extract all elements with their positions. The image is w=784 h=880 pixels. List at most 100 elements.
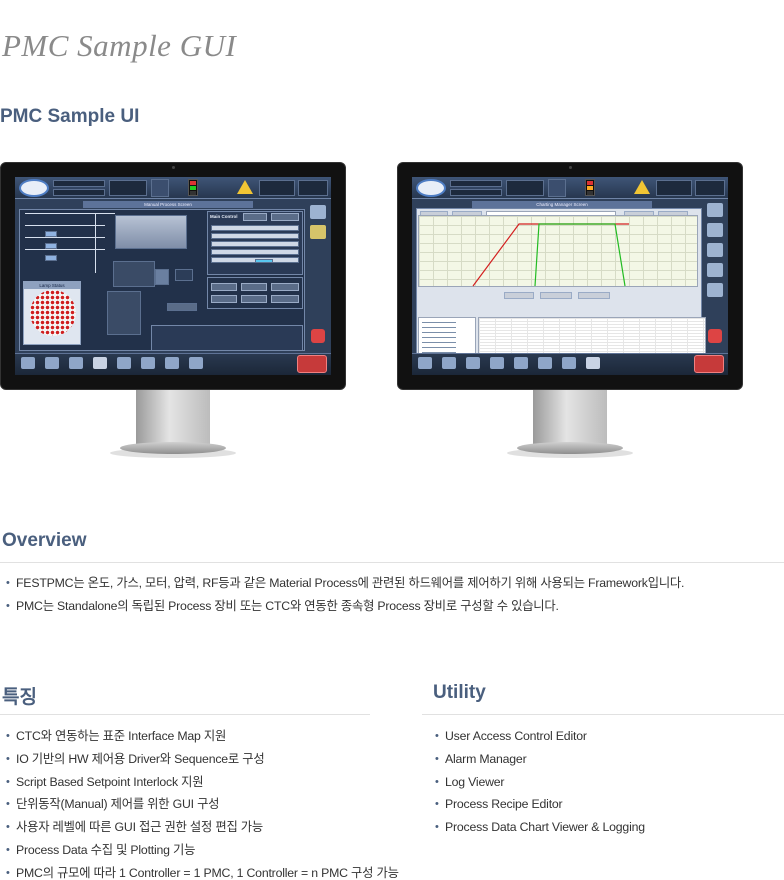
status-box	[506, 180, 544, 196]
screen-header	[15, 177, 331, 199]
manual-icon	[117, 357, 131, 369]
alarm-icon	[634, 180, 650, 194]
sample-ui-heading: PMC Sample UI	[0, 106, 140, 127]
control-row	[211, 233, 299, 239]
camera-dot	[172, 166, 175, 169]
function-panel	[207, 277, 303, 309]
progress-bar	[255, 259, 273, 263]
clock-box	[695, 180, 725, 196]
company-logo	[19, 179, 49, 197]
recipe-icon	[442, 357, 456, 369]
screen-title: Manual Process Screen	[83, 201, 253, 208]
utility-divider	[422, 714, 784, 715]
data-grid	[478, 317, 706, 357]
gas-line	[25, 225, 105, 226]
side-alarm-icon	[707, 203, 723, 217]
overview-item: PMC는 Standalone의 독립된 Process 장비 또는 CTC와 …	[4, 597, 684, 620]
direct-io-icon	[538, 357, 552, 369]
utility-item: Process Data Chart Viewer & Logging	[433, 818, 645, 841]
company-logo	[416, 179, 446, 197]
monitor-base	[120, 442, 226, 454]
trend-chart	[418, 215, 698, 287]
lamp-status-panel: Lamp Status	[23, 281, 81, 345]
abort-button-graphic	[297, 355, 327, 373]
screen-header	[412, 177, 728, 199]
utility-item: Log Viewer	[433, 773, 645, 796]
utility-icon	[189, 357, 203, 369]
feature-item: CTC와 연동하는 표준 Interface Map 지원	[4, 727, 399, 750]
features-divider	[0, 714, 370, 715]
mfc-box	[45, 231, 57, 237]
side-log-icon	[707, 223, 723, 237]
screen-title: Charting Manager Screen	[472, 201, 652, 208]
side-chart-icon	[707, 243, 723, 257]
utility-item: Alarm Manager	[433, 750, 645, 773]
exit-icon	[311, 329, 325, 343]
feature-item: 단위동작(Manual) 제어를 위한 GUI 구성	[4, 795, 399, 818]
signal-tower-icon	[188, 179, 198, 196]
gas-line	[25, 237, 105, 238]
feature-item: Process Data 수집 및 Plotting 기능	[4, 841, 399, 864]
monitor-stand	[136, 390, 210, 444]
overview-heading: Overview	[2, 530, 87, 551]
features-list: CTC와 연동하는 표준 Interface Map 지원 IO 기반의 HW …	[4, 727, 399, 880]
function-button	[211, 295, 237, 303]
screen-footer	[412, 353, 728, 375]
monitor-stand	[533, 390, 607, 444]
function-button	[241, 283, 267, 291]
lamp-status-label: Lamp Status	[24, 282, 80, 289]
control-row	[211, 225, 299, 231]
mfc-box	[45, 243, 57, 249]
manual-icon	[466, 357, 480, 369]
chamber-graphic	[115, 215, 187, 249]
user-box	[450, 189, 502, 196]
login-box	[53, 180, 105, 187]
zoom-off-button-graphic	[578, 292, 610, 299]
side-online-log-icon	[707, 263, 723, 277]
signal-tower-icon	[585, 179, 595, 196]
user-box	[53, 189, 105, 196]
direct-io-icon	[141, 357, 155, 369]
manual-icon	[490, 357, 504, 369]
feature-item: 사용자 레벨에 따른 GUI 접근 권한 설정 편집 가능	[4, 818, 399, 841]
trend-series-red	[472, 223, 629, 287]
overview-divider	[0, 562, 784, 563]
camera-dot	[569, 166, 572, 169]
utility-active-icon	[586, 357, 600, 369]
system-icon	[21, 357, 35, 369]
system-icon	[418, 357, 432, 369]
charting-manager-screenshot: Charting Manager Screen	[412, 177, 728, 375]
utility-item: Process Recipe Editor	[433, 795, 645, 818]
monitor-bezel: Manual Process Screen Lamp Status Main C…	[0, 162, 346, 390]
mfc-box	[45, 255, 57, 261]
valve-table	[113, 261, 155, 287]
comm-status-box	[656, 180, 692, 196]
screen-footer	[15, 353, 331, 375]
function-button	[241, 295, 267, 303]
utility-heading: Utility	[433, 682, 486, 703]
alarm-icon	[237, 180, 253, 194]
main-control-title: Main Control	[210, 214, 238, 219]
abort-button-graphic	[694, 355, 724, 373]
parameter-icon	[562, 357, 576, 369]
recipe-icon	[45, 357, 59, 369]
gas-line	[25, 249, 105, 250]
function-button	[271, 295, 299, 303]
function-button	[211, 283, 237, 291]
utility-list: User Access Control Editor Alarm Manager…	[433, 727, 645, 841]
feature-item: IO 기반의 HW 제어용 Driver와 Sequence로 구성	[4, 750, 399, 773]
comm-status-box	[259, 180, 295, 196]
status-panel	[151, 325, 303, 351]
control-button	[271, 213, 299, 221]
monitor-icon	[548, 179, 566, 197]
side-manual-icon	[310, 205, 326, 219]
gas-line	[25, 213, 115, 214]
monitor-charting-manager: Charting Manager Screen	[397, 162, 743, 460]
monitor-bezel: Charting Manager Screen	[397, 162, 743, 390]
tag-tree	[418, 317, 476, 357]
control-row	[211, 241, 299, 247]
monitor-icon	[151, 179, 169, 197]
page-title: PMC Sample GUI	[2, 28, 237, 63]
overview-list: FESTPMC는 온도, 가스, 모터, 압력, RF등과 같은 Materia…	[4, 574, 684, 620]
feature-item: PMC의 규모에 따라 1 Controller = 1 PMC, 1 Cont…	[4, 864, 399, 880]
